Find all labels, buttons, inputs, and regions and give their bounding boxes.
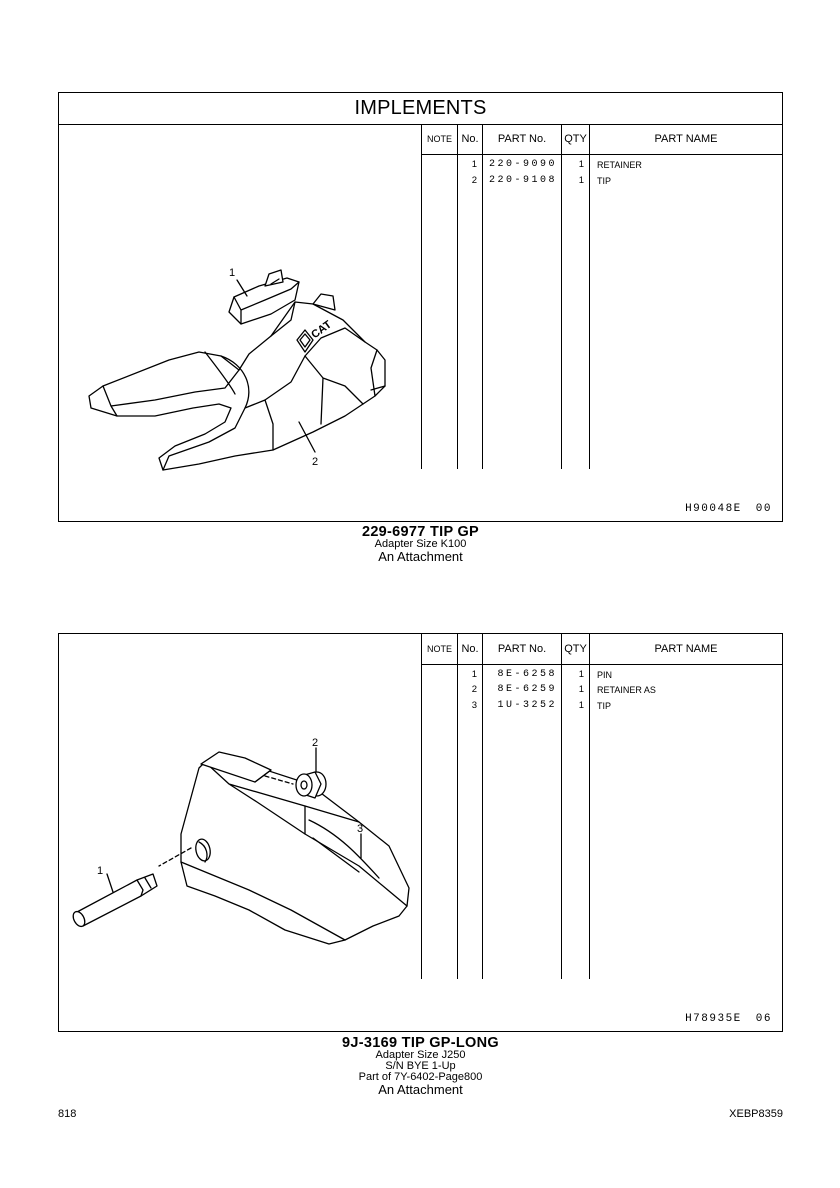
group-note: Adapter Size J250 xyxy=(375,1049,466,1061)
pin-drawing xyxy=(72,873,158,928)
parts-table-2: NOTE No. PART No. QTY PART NAME 1 8E-625… xyxy=(421,634,782,979)
section-banner: IMPLEMENTS xyxy=(59,93,782,125)
header-qty: QTY xyxy=(561,124,589,154)
header-part-no: PART No. xyxy=(482,124,561,154)
row-item-no: 1 xyxy=(471,159,477,170)
callout-leader-1 xyxy=(236,279,248,297)
callout-label-2: 2 xyxy=(312,737,318,749)
table-row: 1 8E-6258 1 PIN xyxy=(422,667,782,683)
header-note: NOTE xyxy=(426,644,452,654)
row-item-no: 3 xyxy=(471,700,477,711)
group-note: S/N BYE 1-Up xyxy=(385,1060,456,1072)
group-title: 9J-3169 TIP GP-LONG xyxy=(342,1035,499,1051)
row-part-name: TIP xyxy=(597,701,612,711)
document-id: XEBP8359 xyxy=(729,1108,783,1120)
header-part-name: PART NAME xyxy=(589,634,782,664)
tip-gp-drawing: 1 CAT 2 xyxy=(88,267,386,471)
row-qty: 1 xyxy=(578,159,584,170)
retainer-drawing xyxy=(228,269,300,325)
row-item-no: 2 xyxy=(471,684,477,695)
illustration-tip-gp: 1 CAT 2 xyxy=(59,124,421,521)
row-item-no: 1 xyxy=(471,669,477,680)
group-note: Part of 7Y-6402-Page800 xyxy=(358,1071,483,1083)
callout-leader-2 xyxy=(298,421,316,453)
retainer-as-drawing xyxy=(295,771,327,799)
table-row: 3 1U-3252 1 TIP xyxy=(422,698,782,714)
row-part-no: 1U-3252 xyxy=(497,700,557,711)
header-no: No. xyxy=(457,634,482,664)
group-caption-1: 229-6977 TIP GP Adapter Size K100 An Att… xyxy=(58,525,783,563)
row-qty: 1 xyxy=(578,669,584,680)
table-row: 2 220-9108 1 TIP xyxy=(422,173,782,189)
parts-table-header: NOTE No. PART No. QTY PART NAME xyxy=(422,124,782,155)
header-part-no: PART No. xyxy=(482,634,561,664)
table-row: 1 220-9090 1 RETAINER xyxy=(422,157,782,173)
tip-drawing: CAT xyxy=(88,293,386,471)
row-qty: 1 xyxy=(578,684,584,695)
parts-table-body: 1 8E-6258 1 PIN 2 8E-6259 1 RETAINER AS … xyxy=(422,664,782,979)
table-row: 2 8E-6259 1 RETAINER AS xyxy=(422,682,782,698)
parts-table-body: 1 220-9090 1 RETAINER 2 220-9108 1 TIP xyxy=(422,154,782,469)
row-part-no: 220-9090 xyxy=(488,159,557,170)
callout-label-2: 2 xyxy=(312,456,318,468)
tip-gp-long-drawing: 2 3 1 xyxy=(72,737,410,945)
group-note: An Attachment xyxy=(378,549,463,564)
long-tip-drawing xyxy=(180,757,410,945)
row-part-no: 8E-6259 xyxy=(497,684,557,695)
parts-frame-1: IMPLEMENTS 1 xyxy=(58,92,783,522)
group-title: 229-6977 TIP GP xyxy=(361,524,480,540)
callout-leader-1 xyxy=(106,873,114,893)
callout-label-1: 1 xyxy=(97,865,103,877)
page-number: 818 xyxy=(58,1108,77,1120)
group-note: An Attachment xyxy=(378,1082,463,1097)
row-part-name: RETAINER AS xyxy=(597,685,656,695)
parts-table-1: NOTE No. PART No. QTY PART NAME 1 220-90… xyxy=(421,124,782,469)
illustration-tip-gp-long: 2 3 1 xyxy=(59,634,421,1031)
row-qty: 1 xyxy=(578,700,584,711)
group-caption-2: 9J-3169 TIP GP-LONG Adapter Size J250 S/… xyxy=(58,1036,783,1096)
callout-label-3: 3 xyxy=(357,823,363,835)
row-part-no: 220-9108 xyxy=(488,175,557,186)
callout-label-1: 1 xyxy=(229,267,235,279)
header-qty: QTY xyxy=(561,634,589,664)
header-no: No. xyxy=(457,124,482,154)
row-part-name: RETAINER xyxy=(597,160,642,170)
row-part-name: TIP xyxy=(597,176,612,186)
row-part-no: 8E-6258 xyxy=(497,669,557,680)
parts-frame-2: 2 3 1 NOTE No. PART No. QTY PART NAME xyxy=(58,633,783,1032)
row-item-no: 2 xyxy=(471,175,477,186)
row-qty: 1 xyxy=(578,175,584,186)
row-part-name: PIN xyxy=(597,670,613,680)
header-part-name: PART NAME xyxy=(589,124,782,154)
group-note: Adapter Size K100 xyxy=(374,538,467,550)
header-note: NOTE xyxy=(426,134,452,144)
parts-table-header: NOTE No. PART No. QTY PART NAME xyxy=(422,634,782,665)
